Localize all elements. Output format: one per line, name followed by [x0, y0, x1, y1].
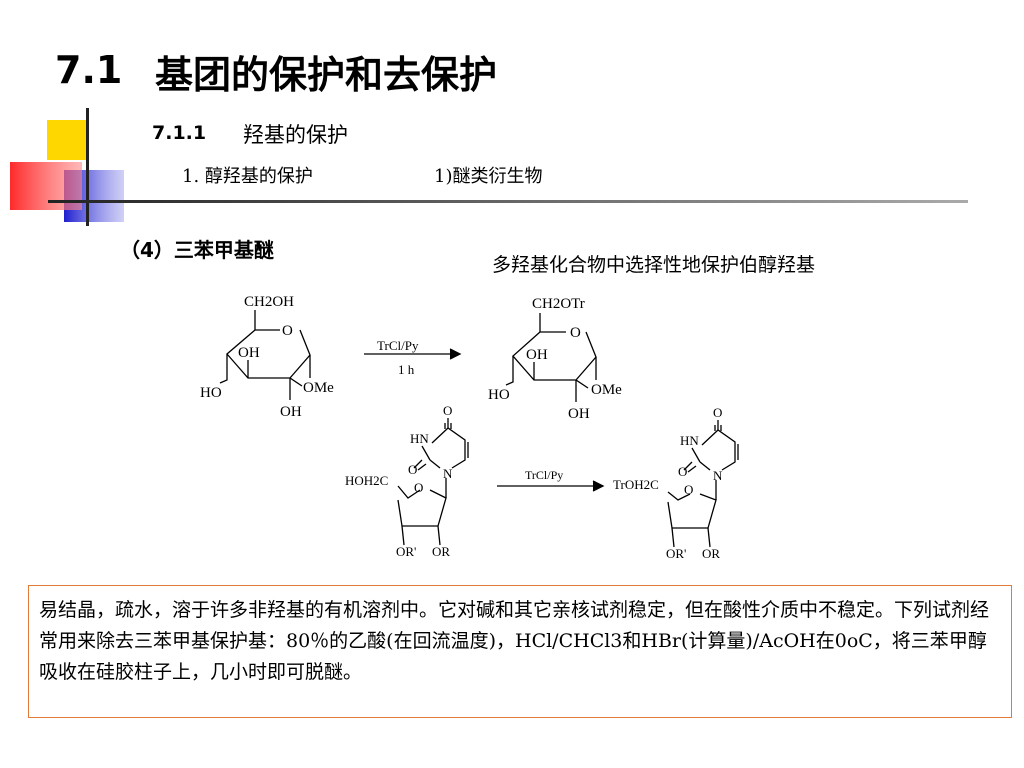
decor-logo — [10, 108, 968, 226]
label-ring-o-product: O — [570, 325, 581, 341]
section-heading: （4）三苯甲基醚 — [120, 238, 274, 262]
label-uracil-o-left-product: O — [678, 464, 687, 479]
label-uracil-o-product: O — [713, 405, 722, 420]
label-or: OR — [432, 544, 450, 559]
subtitle: 羟基的保护 — [243, 123, 348, 147]
page-title: 基团的保护和去保护 — [155, 53, 498, 97]
label-ring-o: O — [282, 323, 293, 339]
label-uracil-o-left: O — [408, 462, 417, 477]
item-ether-derivatives: 1)醚类衍生物 — [434, 166, 543, 187]
item-alcohol-protection: 1. 醇羟基的保护 — [182, 166, 313, 187]
label-hn: HN — [410, 431, 429, 446]
page-title-number: 7.1 — [55, 48, 123, 92]
label-oh-bottom: OH — [280, 404, 302, 420]
label-ome: OMe — [303, 380, 334, 396]
label-oh-bottom-product: OH — [568, 406, 590, 422]
label-uracil-o: O — [443, 403, 452, 418]
label-ho: HO — [200, 385, 222, 401]
label-ho-product: HO — [488, 387, 510, 403]
label-ch2oh: CH2OH — [244, 294, 294, 310]
label-hoh2c: HOH2C — [345, 473, 388, 488]
subtitle-number: 7.1.1 — [152, 122, 207, 144]
reagent-trcl-py-2: TrCl/Py — [525, 468, 563, 482]
label-n: N — [443, 466, 453, 481]
scheme-description: 多羟基化合物中选择性地保护伯醇羟基 — [492, 254, 816, 276]
label-oh: OH — [238, 345, 260, 361]
label-ch2otr: CH2OTr — [532, 296, 585, 312]
label-n-product: N — [713, 468, 723, 483]
label-ome-product: OMe — [591, 382, 622, 398]
reagent-trcl-py: TrCl/Py — [377, 338, 419, 353]
label-oh-product: OH — [526, 347, 548, 363]
label-or-prime-product: OR' — [666, 546, 686, 561]
yellow-square — [47, 120, 87, 160]
label-furanose-o-product: O — [684, 482, 693, 497]
label-furanose-o: O — [414, 480, 423, 495]
label-troh2c: TrOH2C — [613, 477, 659, 492]
label-or-prime: OR' — [396, 544, 416, 559]
note-box: 易结晶，疏水，溶于许多非羟基的有机溶剂中。它对碱和其它亲核试剂稳定，但在酸性介质… — [28, 585, 1012, 718]
label-hn-product: HN — [680, 433, 699, 448]
reaction-time: 1 h — [398, 362, 415, 377]
reaction-schemes: CH2OH O OH HO OMe OH TrCl/Py 1 h CH2OTr … — [200, 294, 739, 561]
label-or-product: OR — [702, 546, 720, 561]
